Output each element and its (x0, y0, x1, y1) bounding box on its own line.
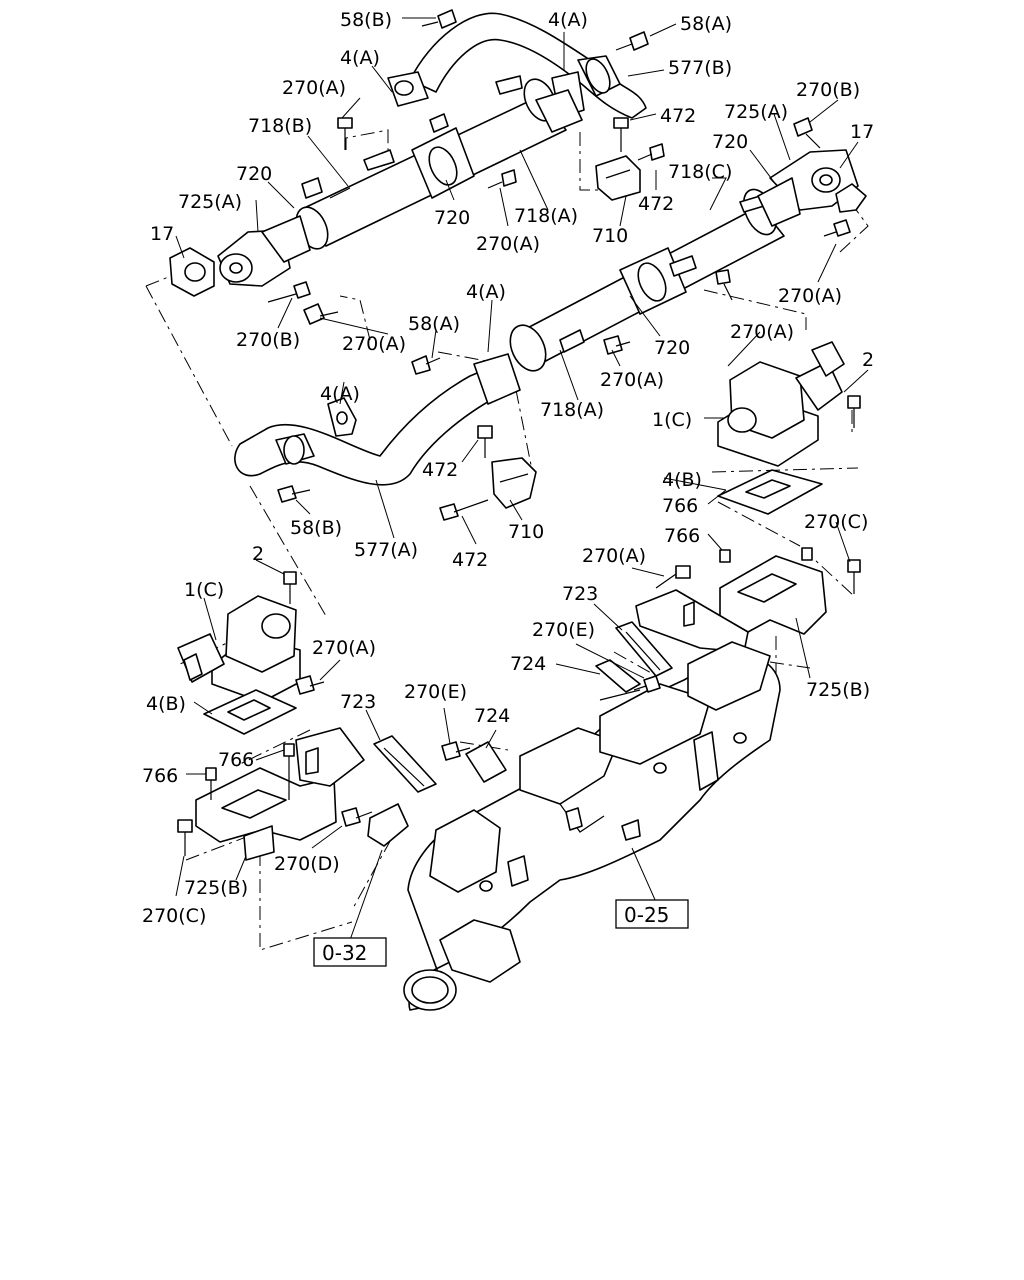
callout-718a-2: 718(A) (540, 399, 604, 421)
callout-17-right: 17 (850, 121, 874, 143)
callout-724-right: 724 (510, 653, 546, 675)
callout-1c-right: 1(C) (652, 409, 692, 431)
callout-4a-mid: 4(A) (466, 281, 506, 303)
callout-766-r2: 766 (664, 525, 700, 547)
reference-box-o32[interactable]: 0-32 (313, 937, 387, 967)
callout-270d: 270(D) (274, 853, 340, 875)
callout-4b-right: 4(B) (662, 469, 702, 491)
callout-270b-right: 270(B) (796, 79, 860, 101)
callout-725b-left: 725(B) (184, 877, 248, 899)
callout-270e-right: 270(E) (532, 619, 595, 641)
callout-270e-left: 270(E) (404, 681, 467, 703)
callout-58b-low: 58(B) (290, 517, 342, 539)
callout-718a-1: 718(A) (514, 205, 578, 227)
callout-720-2: 720 (654, 337, 690, 359)
callout-720-mid: 720 (434, 207, 470, 229)
gasket-723-left (373, 735, 437, 793)
egr-elbow-left (169, 215, 311, 297)
callout-472-2: 472 (638, 193, 674, 215)
egr-valve-right (717, 341, 845, 467)
callout-720-1: 720 (712, 131, 748, 153)
reference-o25-label: 0-25 (624, 903, 669, 927)
flex-pipe-577b (409, 12, 647, 119)
callout-4a-top: 4(A) (548, 9, 588, 31)
bracket-710-lower (491, 457, 537, 509)
callout-472-1: 472 (660, 105, 696, 127)
callout-725b-right: 725(B) (806, 679, 870, 701)
callout-270a-right: 270(A) (778, 285, 842, 307)
callout-2-right: 2 (862, 349, 874, 371)
bolts (177, 9, 861, 856)
callout-720-left: 720 (236, 163, 272, 185)
callout-270c-right: 270(C) (804, 511, 868, 533)
callout-718c: 718(C) (668, 161, 732, 183)
small-bracket-left (367, 803, 409, 847)
gasket-4b-right (717, 469, 823, 515)
callout-4a-low: 4(A) (320, 383, 360, 405)
callout-270a-5: 270(A) (600, 369, 664, 391)
callout-labels: 58(B) 4(A) 58(A) 577(B) 4(A) 270(A) 472 … (142, 9, 874, 927)
flex-pipe-577a (234, 353, 521, 486)
callout-270a-7: 270(A) (312, 637, 376, 659)
callout-4b-left: 4(B) (146, 693, 186, 715)
callout-58a-mid: 58(A) (408, 313, 460, 335)
callout-710-2: 710 (508, 521, 544, 543)
leader-lines (175, 17, 869, 941)
filter-724-right (595, 659, 641, 693)
callout-4a-left: 4(A) (340, 47, 380, 69)
callout-270a-4: 270(A) (730, 321, 794, 343)
reference-o32-label: 0-32 (322, 941, 367, 965)
callout-270b-left: 270(B) (236, 329, 300, 351)
callout-270a-1: 270(A) (282, 77, 346, 99)
callout-766-l1: 766 (218, 749, 254, 771)
callout-577a: 577(A) (354, 539, 418, 561)
clamps-upper (387, 71, 585, 133)
egr-valve-left (177, 595, 301, 703)
callout-1c-left: 1(C) (184, 579, 224, 601)
callout-17-left: 17 (150, 223, 174, 245)
callout-577b: 577(B) (668, 57, 732, 79)
callout-718b: 718(B) (248, 115, 312, 137)
callout-270a-2: 270(A) (476, 233, 540, 255)
callout-270a-6: 270(A) (582, 545, 646, 567)
gasket-723-right (615, 621, 673, 677)
callout-472-4: 472 (452, 549, 488, 571)
valve-adapter-left (195, 727, 365, 861)
callout-766-l2: 766 (142, 765, 178, 787)
valve-adapter-right (635, 555, 827, 653)
exhaust-manifold (403, 641, 781, 1011)
callout-2-left: 2 (252, 543, 264, 565)
callout-58a-top: 58(A) (680, 13, 732, 35)
callout-724-left: 724 (474, 705, 510, 727)
callout-270c-left: 270(C) (142, 905, 206, 927)
callout-723-left: 723 (340, 691, 376, 713)
callout-725a-right: 725(A) (724, 101, 788, 123)
egr-elbow-right (757, 149, 867, 227)
callout-270a-3: 270(A) (342, 333, 406, 355)
bracket-710-upper (595, 155, 641, 201)
reference-box-o25[interactable]: 0-25 (615, 899, 689, 929)
callout-58b-top: 58(B) (340, 9, 392, 31)
callout-723-right: 723 (562, 583, 598, 605)
callout-766-r1: 766 (662, 495, 698, 517)
callout-472-3: 472 (422, 459, 458, 481)
callout-725a-left: 725(A) (178, 191, 242, 213)
callout-710-1: 710 (592, 225, 628, 247)
gasket-4b-left (203, 689, 297, 735)
filter-724-left (465, 741, 507, 783)
